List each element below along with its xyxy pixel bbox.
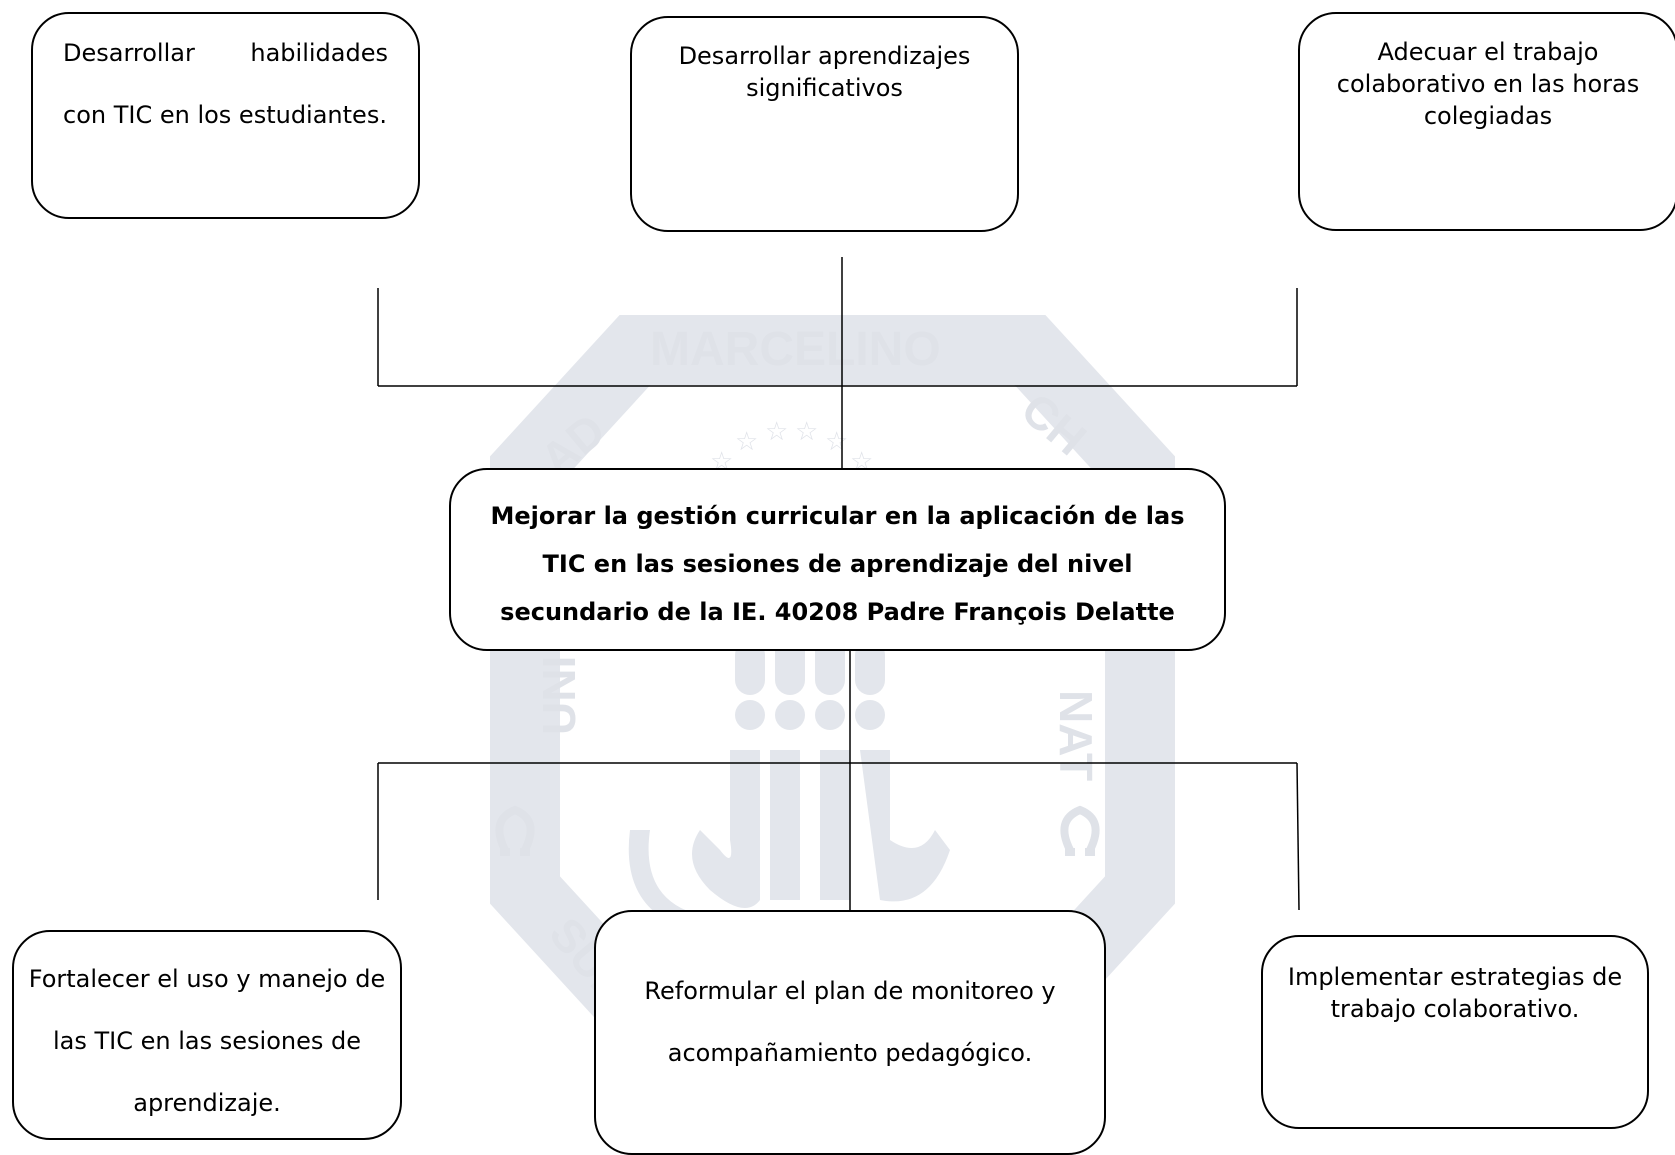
connector-bottom-right-vertical xyxy=(1296,762,1300,911)
node-text: Desarrollar habilidades con TIC en los e… xyxy=(63,39,388,129)
node-text: Mejorar la gestión curricular en la apli… xyxy=(490,502,1185,626)
node-text: Desarrollar aprendizajes significativos xyxy=(678,42,971,102)
node-reformulate-monitoring-plan: Reformular el plan de monitoreo y acompa… xyxy=(594,910,1106,1155)
node-text: Reformular el plan de monitoreo y acompa… xyxy=(644,977,1056,1067)
node-adapt-collaborative-work: Adecuar el trabajo colaborativo en las h… xyxy=(1298,12,1675,231)
node-develop-meaningful-learning: Desarrollar aprendizajes significativos xyxy=(630,16,1019,232)
node-text: Implementar estrategias de trabajo colab… xyxy=(1287,963,1623,1023)
node-text: Fortalecer el uso y manejo de las TIC en… xyxy=(28,965,386,1117)
node-central-objective: Mejorar la gestión curricular en la apli… xyxy=(449,468,1226,651)
node-text: Adecuar el trabajo colaborativo en las h… xyxy=(1336,38,1640,130)
node-implement-collaborative-strategies: Implementar estrategias de trabajo colab… xyxy=(1261,935,1649,1129)
node-strengthen-ict-use: Fortalecer el uso y manejo de las TIC en… xyxy=(12,930,402,1140)
node-develop-ict-skills: Desarrollar habilidades con TIC en los e… xyxy=(31,12,420,219)
